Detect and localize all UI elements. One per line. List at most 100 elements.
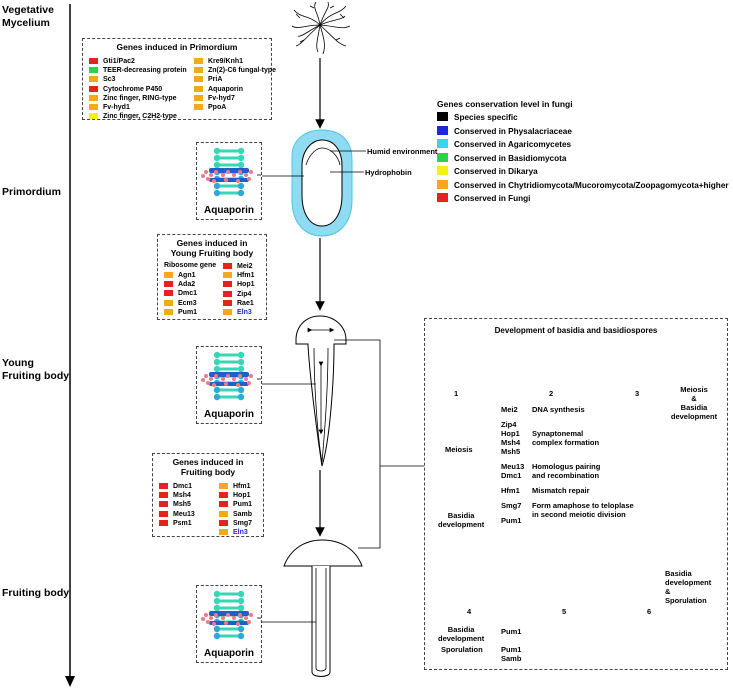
- gene-item: Mei2: [223, 262, 255, 271]
- gene-name: Pum1: [233, 501, 253, 509]
- legend-swatch: [437, 112, 448, 121]
- conservation-swatch: [164, 299, 173, 306]
- basidia-side-label: Basidia development & Sporulation: [665, 569, 712, 605]
- hydrophobin-label: Hydrophobin: [365, 168, 412, 177]
- gene-name: Rae1: [237, 299, 254, 307]
- aquaporin-box-primordium: Aquaporin: [196, 142, 262, 220]
- gene-item: Zip4: [223, 290, 255, 299]
- gene-name: Hfm1: [233, 483, 251, 490]
- conservation-swatch: [89, 76, 98, 83]
- gene-name: Hop1: [237, 281, 255, 289]
- gene-name: Kre9/Knh1: [208, 58, 244, 65]
- legend-item: Conserved in Fungi: [437, 192, 729, 206]
- gene-name: Samb: [233, 510, 253, 518]
- primordium-genes-title: Genes induced in Primordium: [116, 42, 238, 52]
- gene-name: Ada2: [178, 281, 196, 289]
- conservation-swatch: [223, 272, 232, 279]
- gene-item: Smg7: [219, 519, 252, 528]
- legend-swatch: [437, 193, 448, 202]
- mycelium-icon: [291, 1, 351, 55]
- legend-item: Conserved in Chytridiomycota/Mucoromycot…: [437, 179, 729, 193]
- legend-label: Conserved in Physalacriaceae: [454, 126, 572, 136]
- meiosis-gene-function: DNA synthesis: [532, 405, 585, 414]
- basidia-label-1: Basidia development: [438, 511, 485, 529]
- meiosis-gene-names: Meu13 Dmc1: [501, 462, 525, 480]
- gene-item: Hfm1: [219, 482, 252, 491]
- conservation-swatch: [223, 263, 232, 269]
- gene-name: Ecm3: [178, 299, 197, 307]
- development-title: Development of basidia and basidiospores: [494, 326, 658, 335]
- gene-name: Psm1: [173, 519, 192, 527]
- basidia-genes-2: Pum1: [501, 627, 522, 636]
- conservation-swatch: [164, 272, 173, 278]
- gene-name: Zip4: [237, 290, 252, 298]
- conservation-swatch: [194, 85, 203, 92]
- stage-label-vegetative: Vegetative Mycelium: [2, 4, 54, 29]
- sporulation-genes: Pum1 Samb: [501, 645, 522, 663]
- aquaporin-label: Aquaporin: [204, 648, 254, 659]
- basidia-label-2: Basidia development: [438, 625, 485, 643]
- sporulation-label: Sporulation: [441, 645, 483, 654]
- meiosis-gene-names: Zip4 Hop1 Msh4 Msh5: [501, 420, 521, 456]
- gene-item: Zinc finger, RING-type: [89, 94, 187, 103]
- meiosis-gene-names: Hfm1: [501, 486, 520, 495]
- gene-name: Pum1: [178, 308, 198, 316]
- gene-item: Zinc finger, C2H2-type: [89, 112, 187, 121]
- fruiting-genes-title: Genes induced in Fruiting body: [172, 457, 244, 477]
- aquaporin-box-fruiting: Aquaporin: [196, 585, 262, 663]
- gene-item: PpoA: [194, 103, 276, 112]
- gene-item: Zn(2)-C6 fungal-type: [194, 66, 276, 75]
- conservation-swatch: [223, 299, 232, 306]
- gene-item: Meu13: [159, 510, 195, 519]
- gene-name: Eln3: [237, 309, 252, 317]
- conservation-swatch: [219, 529, 228, 536]
- conservation-swatch: [159, 483, 168, 489]
- stage-num-6: 6: [647, 607, 652, 616]
- development-box: Development of basidia and basidiospores…: [424, 318, 728, 670]
- gene-item: Pum1: [164, 308, 197, 317]
- gene-item: Pum1: [219, 500, 252, 509]
- gene-name: Cytochrome P450: [103, 85, 163, 93]
- aquaporin-label: Aquaporin: [204, 205, 254, 216]
- gene-item: Rae1: [223, 299, 255, 308]
- gene-name: PpoA: [208, 104, 227, 112]
- legend-item: Conserved in Dikarya: [437, 165, 729, 179]
- meiosis-gene-function: Homologus pairing and recombination: [532, 462, 601, 480]
- conservation-swatch: [89, 94, 98, 101]
- conservation-swatch: [219, 519, 228, 526]
- gene-name: Agn1: [178, 272, 196, 279]
- meiosis-gene-function: Form amaphose to teloplase in second mei…: [532, 501, 634, 519]
- legend-title: Genes conservation level in fungi: [437, 99, 573, 109]
- gene-item: Fv-hyd7: [194, 94, 276, 103]
- gene-name: PriA: [208, 76, 223, 84]
- stage-label-fruiting: Fruiting body: [2, 587, 70, 599]
- conservation-swatch: [159, 492, 168, 499]
- legend-label: Conserved in Agaricomycetes: [454, 140, 572, 149]
- conservation-swatch: [89, 58, 98, 64]
- gene-item: Eln3: [223, 308, 255, 317]
- ribosome-gene-label: Ribosome gene: [164, 262, 217, 269]
- fruiting-body-shape: [283, 539, 363, 677]
- young-genes-box: Genes induced in Young Fruiting body Rib…: [157, 234, 267, 320]
- gene-item: Msh4: [159, 491, 195, 500]
- gene-item: Psm1: [159, 519, 195, 528]
- conservation-swatch: [194, 104, 203, 111]
- gene-name: Smg7: [233, 519, 253, 527]
- conservation-swatch: [194, 58, 203, 64]
- gene-name: Hop1: [233, 492, 251, 500]
- conservation-swatch: [164, 281, 173, 288]
- conservation-swatch: [164, 290, 173, 297]
- conservation-swatch: [194, 67, 203, 74]
- legend-swatch: [437, 139, 448, 148]
- young-genes-title: Genes induced in Young Fruiting body: [170, 238, 254, 258]
- gene-item: Hop1: [219, 491, 252, 500]
- stage-num-1: 1: [454, 389, 459, 398]
- gene-name: Msh5: [173, 501, 191, 509]
